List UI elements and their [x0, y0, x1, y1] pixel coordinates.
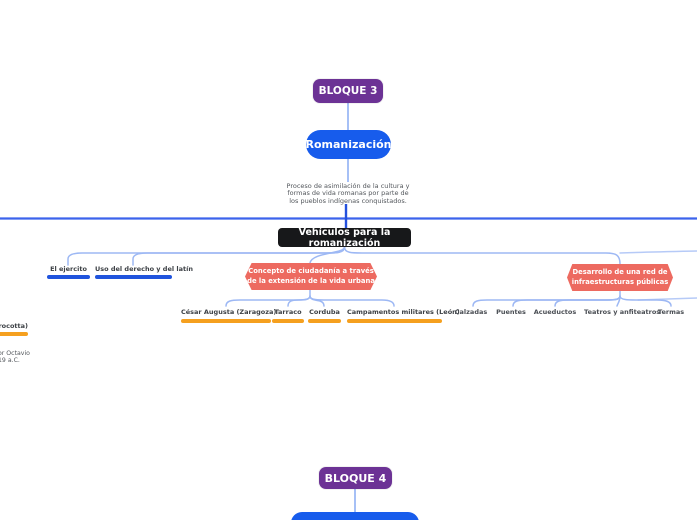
derecho-latin-label: Uso del derecho y del latín	[95, 265, 193, 273]
clipped-note-line: or Octavio	[0, 350, 30, 357]
branch-infraestructuras[interactable]: Desarrollo de una red de infraestructura…	[567, 264, 673, 291]
romanizacion-node[interactable]: Romanización	[305, 130, 392, 159]
bloque3-label: BLOQUE 3	[318, 85, 378, 97]
acueductos-label: Acueductos	[533, 308, 577, 316]
child-cesar-augusta[interactable]: César Augusta (Zaragoza)	[181, 308, 277, 323]
teatros-label: Teatros y anfiteatros	[584, 308, 661, 316]
clipped-node-left[interactable]: rocotta)	[0, 322, 28, 336]
bottom-node-partial[interactable]	[291, 512, 419, 520]
infraestructuras-line: infraestructuras públicas	[571, 277, 669, 286]
child-acueductos[interactable]: Acueductos	[531, 308, 579, 316]
description-line: formas de vida romanas por parte de	[287, 189, 409, 198]
romanizacion-label: Romanización	[305, 138, 392, 151]
vehiculos-label: Vehículos para la romanización	[298, 226, 391, 249]
ciudadania-line: Concepto de ciudadanía a través	[248, 267, 374, 276]
derecho-latin-underline	[95, 275, 172, 279]
clipped-left-label: rocotta)	[0, 322, 28, 330]
bloque4-label: BLOQUE 4	[324, 471, 387, 485]
infraestructuras-line: Desarrollo de una red de	[572, 268, 668, 277]
tarraco-label: Tarraco	[274, 308, 302, 316]
bloque4-node[interactable]: BLOQUE 4	[319, 467, 392, 489]
campamentos-label: Campamentos militares (León)	[347, 308, 460, 316]
cesar-augusta-label: César Augusta (Zaragoza)	[181, 308, 277, 316]
termas-label: Termas	[657, 308, 685, 316]
child-termas[interactable]: Termas	[653, 308, 689, 316]
calzadas-label: Calzadas	[454, 308, 488, 316]
clipped-note-line: 19 a.C.	[0, 357, 20, 364]
description-line: los pueblos indígenas conquistados.	[289, 196, 407, 205]
bloque3-node[interactable]: BLOQUE 3	[313, 79, 383, 103]
campamentos-underline	[347, 319, 442, 323]
child-puentes[interactable]: Puentes	[490, 308, 532, 316]
clipped-left-underline	[0, 332, 28, 336]
el-ejercito-underline	[47, 275, 90, 279]
tarraco-underline	[272, 319, 304, 323]
branch-ciudadania[interactable]: Concepto de ciudadanía a través de la ex…	[245, 263, 377, 290]
child-calzadas[interactable]: Calzadas	[448, 308, 494, 316]
vehiculos-node[interactable]: Vehículos para la romanización	[278, 226, 411, 249]
child-campamentos[interactable]: Campamentos militares (León)	[347, 308, 460, 323]
child-corduba[interactable]: Corduba	[308, 308, 341, 323]
cesar-augusta-underline	[181, 319, 271, 323]
description-note: Proceso de asimilación de la cultura y f…	[283, 182, 413, 205]
el-ejercito-label: El ejercito	[50, 265, 87, 273]
corduba-label: Corduba	[309, 308, 340, 316]
branch-el-ejercito[interactable]: El ejercito	[47, 265, 90, 279]
child-tarraco[interactable]: Tarraco	[272, 308, 304, 323]
child-teatros[interactable]: Teatros y anfiteatros	[584, 308, 660, 316]
ciudadania-line: de la extensión de la vida urbana	[247, 276, 375, 285]
branch-derecho-latin[interactable]: Uso del derecho y del latín	[95, 265, 193, 279]
description-line: Proceso de asimilación de la cultura y	[286, 182, 410, 190]
puentes-label: Puentes	[496, 308, 526, 316]
clipped-note-left: or Octavio 19 a.C.	[0, 350, 30, 364]
corduba-underline	[308, 319, 341, 323]
